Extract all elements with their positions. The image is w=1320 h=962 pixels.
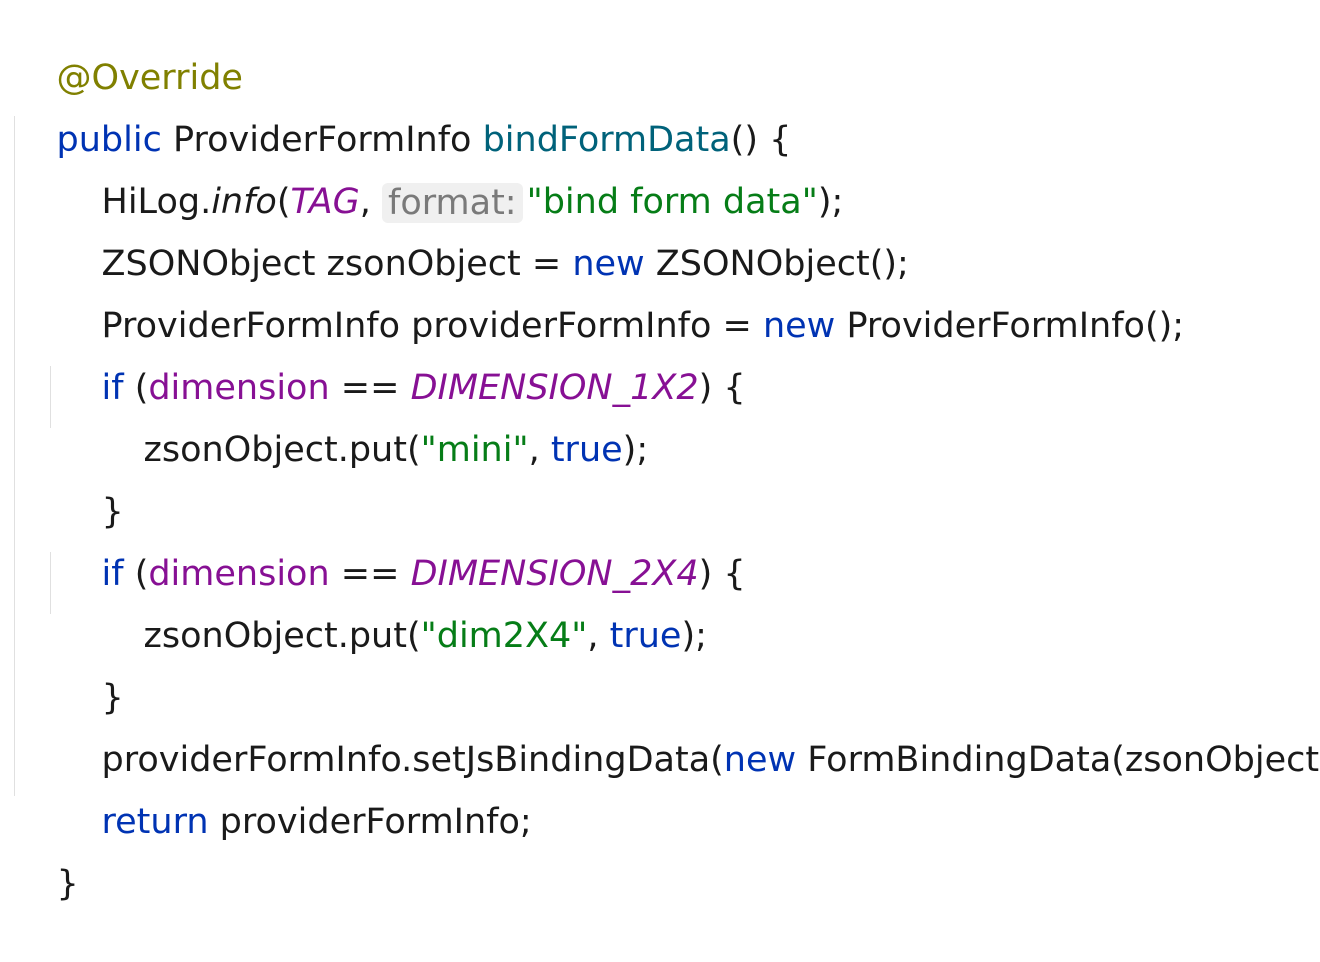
return-keyword: return [101,802,209,842]
log-open-paren: ( [276,182,291,222]
code-line-set-binding: providerFormInfo.setJsBindingData(new Fo… [0,682,1320,780]
new-keyword: new [762,306,836,346]
equals-operator: == [329,554,411,594]
dimension-constant: DIMENSION_1X2 [410,368,699,408]
if-close: ) { [698,554,746,594]
if-close: ) { [698,368,746,408]
code-line-annotation: @Override [0,0,243,98]
return-type: ProviderFormInfo [161,120,483,160]
code-line-signature: public ProviderFormInfo bindFormData() { [0,62,792,160]
code-line-method-close: } [0,806,79,904]
modifier-keyword: public [56,120,162,160]
true-keyword: true [550,430,623,470]
set-binding-call: providerFormInfo.setJsBindingData( [101,740,724,780]
closing-brace: } [101,492,124,532]
method-closing-brace: } [56,864,79,904]
zson-ctor: ZSONObject(); [644,244,909,284]
log-object: HiLog. [101,182,212,222]
zson-decl: ZSONObject zsonObject = [101,244,573,284]
return-rest: providerFormInfo; [208,802,532,842]
code-line-brace2: } [0,620,124,718]
code-line-zson: ZSONObject zsonObject = new ZSONObject()… [0,186,909,284]
put-key-string: "dim2X4" [420,616,588,656]
put-key-string: "mini" [420,430,529,470]
set-binding-rest: FormBindingData(zsonObject)); [796,740,1320,780]
log-string: "bind form data" [526,182,818,222]
put-call: zsonObject.put( [143,616,421,656]
log-close: ); [817,182,844,222]
code-line-if1: if (dimension == DIMENSION_1X2) { [0,310,746,408]
indent-guide-if1 [50,366,51,428]
log-method: info [211,182,277,222]
new-keyword: new [572,244,645,284]
dimension-field: dimension [148,368,330,408]
annotation-token: @Override [56,58,243,98]
code-line-put1: zsonObject.put("mini", true); [0,372,649,470]
indent-guide-if2 [50,552,51,614]
dimension-field: dimension [148,554,330,594]
if-open: ( [123,368,149,408]
new-keyword: new [723,740,797,780]
indent-guide-method [14,116,15,796]
if-keyword: if [101,554,124,594]
tag-constant: TAG [290,182,360,222]
code-line-provider: ProviderFormInfo providerFormInfo = new … [0,248,1185,346]
method-name: bindFormData [482,120,731,160]
put-call: zsonObject.put( [143,430,421,470]
provider-decl: ProviderFormInfo providerFormInfo = [101,306,763,346]
if-open: ( [123,554,149,594]
provider-ctor: ProviderFormInfo(); [835,306,1185,346]
code-line-log: HiLog.info(TAG, format:"bind form data")… [0,124,843,223]
dimension-constant: DIMENSION_2X4 [410,554,699,594]
if-keyword: if [101,368,124,408]
code-line-if2: if (dimension == DIMENSION_2X4) { [0,496,746,594]
method-params: () { [730,120,792,160]
code-line-brace1: } [0,434,124,532]
equals-operator: == [329,368,411,408]
put-close: ); [622,430,649,470]
parameter-hint: format: [382,183,523,223]
log-comma: , [359,182,383,222]
put-close: ); [681,616,707,656]
put-comma: , [528,430,551,470]
closing-brace: } [101,678,124,718]
put-comma: , [587,616,610,656]
code-line-put2: zsonObject.put("dim2X4", true); [0,558,707,656]
code-line-return: return providerFormInfo; [0,744,532,842]
code-editor[interactable]: @Override public ProviderFormInfo bindFo… [0,0,1320,904]
true-keyword: true [609,616,682,656]
